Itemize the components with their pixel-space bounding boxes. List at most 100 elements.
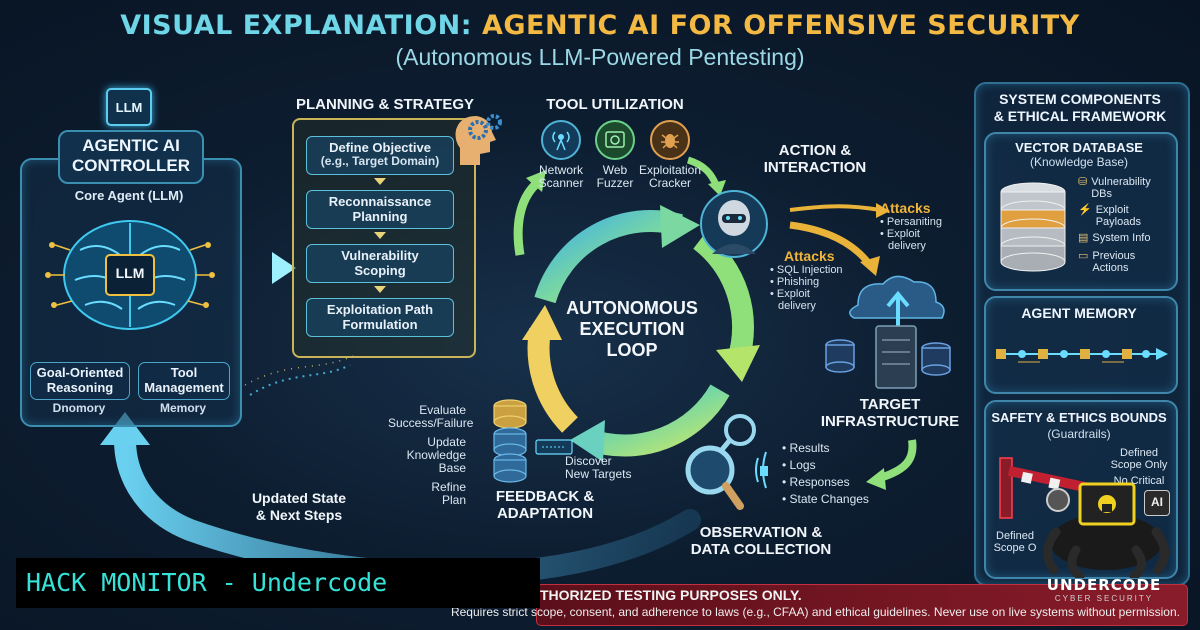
observation-item-2-text: Logs [789, 458, 816, 472]
tool-2-line1: Web [602, 163, 628, 177]
loop-arc-bottom-head [570, 420, 605, 462]
attacks-arrow-a-head [876, 203, 890, 218]
attacks-b-title: Attacks [784, 248, 835, 264]
plan-step-1-line2: (e.g., Target Domain) [320, 154, 440, 168]
plan-step-define-objective: Define Objective (e.g., Target Domain) [306, 136, 454, 175]
under-right-label: Memory [159, 401, 206, 415]
loop-line2: EXECUTION [579, 319, 685, 339]
goal-reasoning-box: Goal-Oriented Reasoning [30, 362, 130, 400]
plan-step-exploitation: Exploitation Path Formulation [306, 298, 454, 337]
ai-badge: AI [1144, 490, 1170, 516]
brain-chip-label: LLM [115, 265, 145, 281]
core-agent-label: Core Agent (LLM) [74, 188, 184, 203]
tools-title: TOOL UTILIZATION [546, 96, 684, 113]
feedback-evaluate-line1: Evaluate [419, 403, 466, 417]
globe-icon [595, 120, 635, 160]
vector-item-4-line1: Previous [1092, 250, 1136, 262]
plan-arrow-2 [374, 232, 386, 239]
memory-timeline-icon [996, 348, 1168, 363]
undercode-watermark: UNDERCODE CYBER SECURITY [1040, 576, 1168, 603]
action-title-line1: ACTION & [778, 142, 852, 159]
attacks-b-item-3: • Exploit [770, 288, 810, 300]
attacks-a-title: Attacks [880, 200, 931, 216]
database-icon: ⛁ [1078, 176, 1088, 188]
attacks-a-item-2: • Exploit [880, 228, 920, 240]
tools-to-action-arrowhead [708, 180, 726, 196]
barrier-icon [999, 457, 1095, 519]
observation-item-1-text: Results [789, 441, 830, 455]
vector-item-4-line2: Actions [1092, 262, 1129, 274]
feedback-evaluate: Evaluate Success/Failure [388, 403, 473, 430]
title-part-2: AGENTIC AI FOR OFFENSIVE SECURITY [481, 10, 1080, 41]
updated-state-line2: & Next Steps [255, 507, 343, 523]
page-subtitle: (Autonomous LLM-Powered Pentesting) [395, 44, 805, 70]
vector-item-2-line2: Payloads [1095, 216, 1141, 228]
sparkle-stream [249, 364, 351, 396]
plan-step-recon: Reconnaissance Planning [306, 190, 454, 229]
loop-arc-left-head [522, 305, 562, 340]
planning-title: PLANNING & STRATEGY [295, 96, 475, 113]
loop-line3: LOOP [606, 340, 658, 360]
warning-bar [536, 584, 1188, 626]
target-line2: INFRASTRUCTURE [820, 413, 960, 430]
head-gears-icon [455, 114, 502, 165]
attacks-arrow-b [789, 221, 873, 268]
plan-arrow-3 [374, 286, 386, 293]
attacks-b-item-4-text: delivery [778, 300, 816, 312]
sidebar-title-line2: & ETHICAL FRAMEWORK [993, 108, 1167, 124]
loop-arc-right-head [716, 345, 760, 382]
planning-panel: Define Objective (e.g., Target Domain) R… [292, 118, 476, 358]
safety-header: SAFETY & ETHICS BOUNDS (Guardrails) [984, 410, 1174, 442]
attacks-arrow-a [789, 204, 881, 212]
updated-state-label: Updated State & Next Steps [234, 490, 364, 524]
attacks-b-item-1-text: SQL Injection [776, 264, 843, 276]
vector-db-sub: (Knowledge Base) [1029, 155, 1129, 169]
attacks-a-item-3: delivery [880, 240, 970, 252]
controller-title-line2: CONTROLLER [71, 156, 191, 175]
controller-title-line1: AGENTIC AI [82, 136, 180, 155]
plan-step-4-line2: Formulation [342, 317, 418, 332]
feedback-title-line2: ADAPTATION [496, 505, 594, 522]
observation-item-4-text: State Changes [789, 492, 869, 506]
vector-item-2-line1: Exploit [1095, 204, 1129, 216]
tool-exploitation-cracker: Exploitation Cracker [638, 120, 702, 190]
attacks-b-item-2-text: Phishing [776, 276, 820, 288]
feedback-update: Update Knowledge Base [388, 436, 466, 475]
feedback-refine: Refine Plan [388, 481, 466, 507]
warning-line1: THORIZED TESTING PURPOSES ONLY. [540, 587, 802, 603]
observation-item-2: • Logs [782, 458, 816, 472]
plan-step-2-line1: Reconnaissance [328, 194, 432, 209]
discover-line1: Discover [565, 454, 612, 468]
vector-item-sysinfo: ▤ System Info [1078, 232, 1172, 244]
observation-title: OBSERVATION & DATA COLLECTION [676, 524, 846, 558]
plan-arrow-1 [374, 178, 386, 185]
feedback-update-line2: Knowledge [406, 448, 466, 462]
plan-step-vuln-scoping: Vulnerability Scoping [306, 244, 454, 283]
robot-agent-icon [700, 190, 768, 258]
plan-step-3-line1: Vulnerability [341, 248, 419, 263]
safety-right-2: Scope Only [1110, 459, 1168, 471]
tool-3-line1: Exploitation [638, 163, 702, 177]
plan-step-1-line1: Define Objective [329, 140, 431, 155]
loop-arc-left [527, 328, 579, 433]
target-title: TARGET INFRASTRUCTURE [815, 396, 965, 430]
feedback-refine-line2: Plan [441, 493, 466, 507]
vector-db-title: VECTOR DATABASE [1015, 140, 1143, 155]
tool-3-line2: Cracker [648, 176, 691, 190]
observation-items: • Results • Logs • Responses • State Cha… [782, 442, 882, 506]
tool-1-line2: Scanner [538, 176, 584, 190]
warning-line2: Requires strict scope, consent, and adhe… [450, 605, 1180, 619]
hack-monitor-banner: HACK MONITOR - Undercode [16, 558, 540, 608]
attacks-a-item-3-text: delivery [888, 240, 926, 252]
tool-web-fuzzer: Web Fuzzer [589, 120, 641, 190]
loop-to-tools-arrowhead [526, 170, 546, 192]
folder-icon: ▭ [1078, 250, 1089, 262]
update-return-arrowhead [100, 412, 150, 445]
attacks-b-group: Attacks • SQL Injection • Phishing • Exp… [770, 248, 860, 312]
observation-title-line1: OBSERVATION & [699, 524, 823, 541]
loop-label: AUTONOMOUS EXECUTION LOOP [562, 298, 702, 361]
observation-item-3: • Responses [782, 475, 850, 489]
lightning-icon: ⚡ [1078, 204, 1092, 216]
